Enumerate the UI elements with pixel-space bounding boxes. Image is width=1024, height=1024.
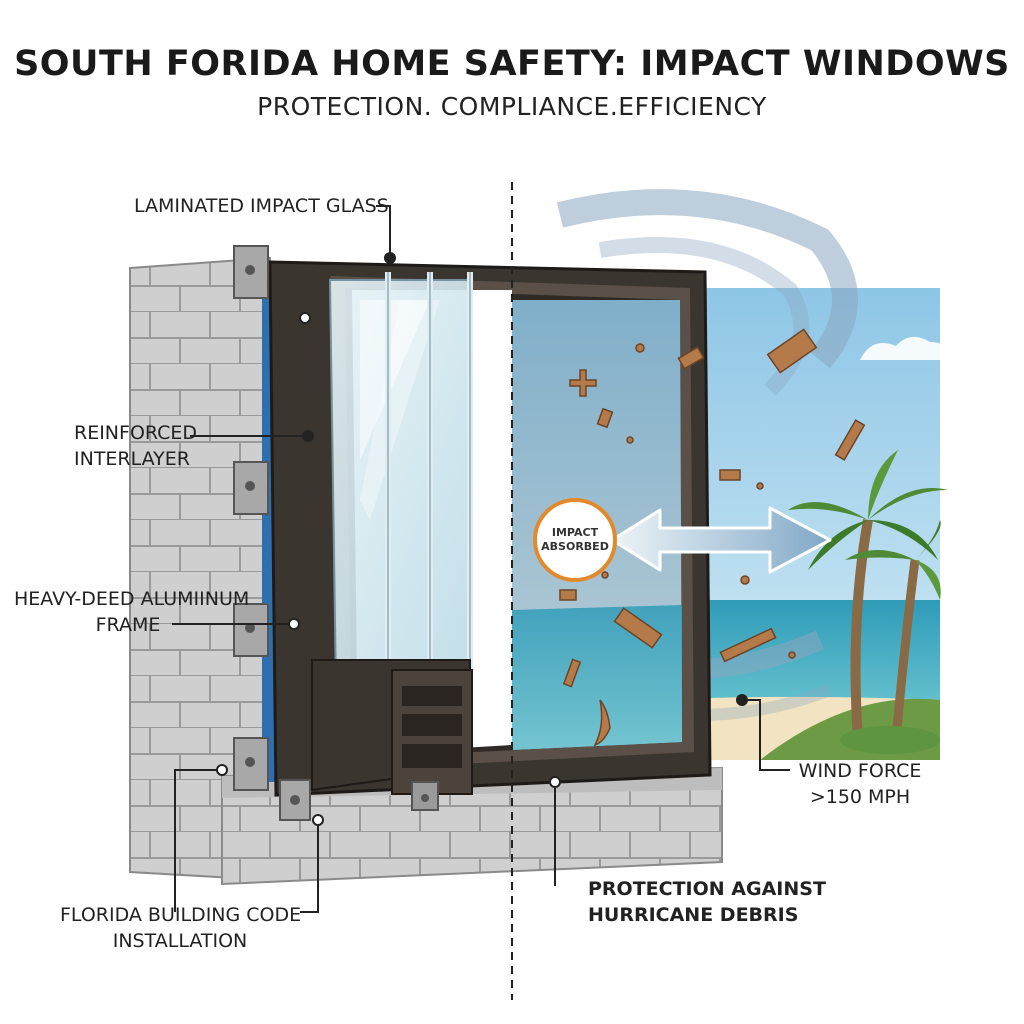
label-reinforced-interlayer: REINFORCED INTERLAYER: [74, 422, 198, 470]
page-subtitle: PROTECTION. COMPLIANCE.EFFICIENCY: [257, 92, 767, 121]
flying-debris: [559, 328, 866, 747]
sill-extrusion: [311, 659, 473, 811]
label-wind-force: WIND FORCE >150 MPH: [798, 760, 922, 808]
label-laminated-impact-glass: LAMINATED IMPACT GLASS: [134, 195, 389, 217]
laminated-glass-panes: [328, 272, 512, 754]
page-title: SOUTH FORIDA HOME SAFETY: IMPACT WINDOWS: [14, 44, 1010, 84]
label-aluminum-frame: HEAVY-DEED ALUMIINUM FRAME: [14, 588, 250, 636]
callout-leaders: [172, 205, 790, 913]
label-hurricane-debris-protection: PROTECTION AGAINST HURRICANE DEBRIS: [588, 878, 826, 926]
palm-trees: [788, 450, 948, 754]
anchor-brackets: [233, 245, 311, 821]
label-building-code-installation: FLORIDA BUILDING CODE INSTALLATION: [60, 904, 302, 952]
impact-force-arrow: [610, 506, 832, 574]
impact-absorbed-badge: IMPACT ABSORBED: [533, 498, 617, 582]
callout-dots: [216, 252, 748, 826]
